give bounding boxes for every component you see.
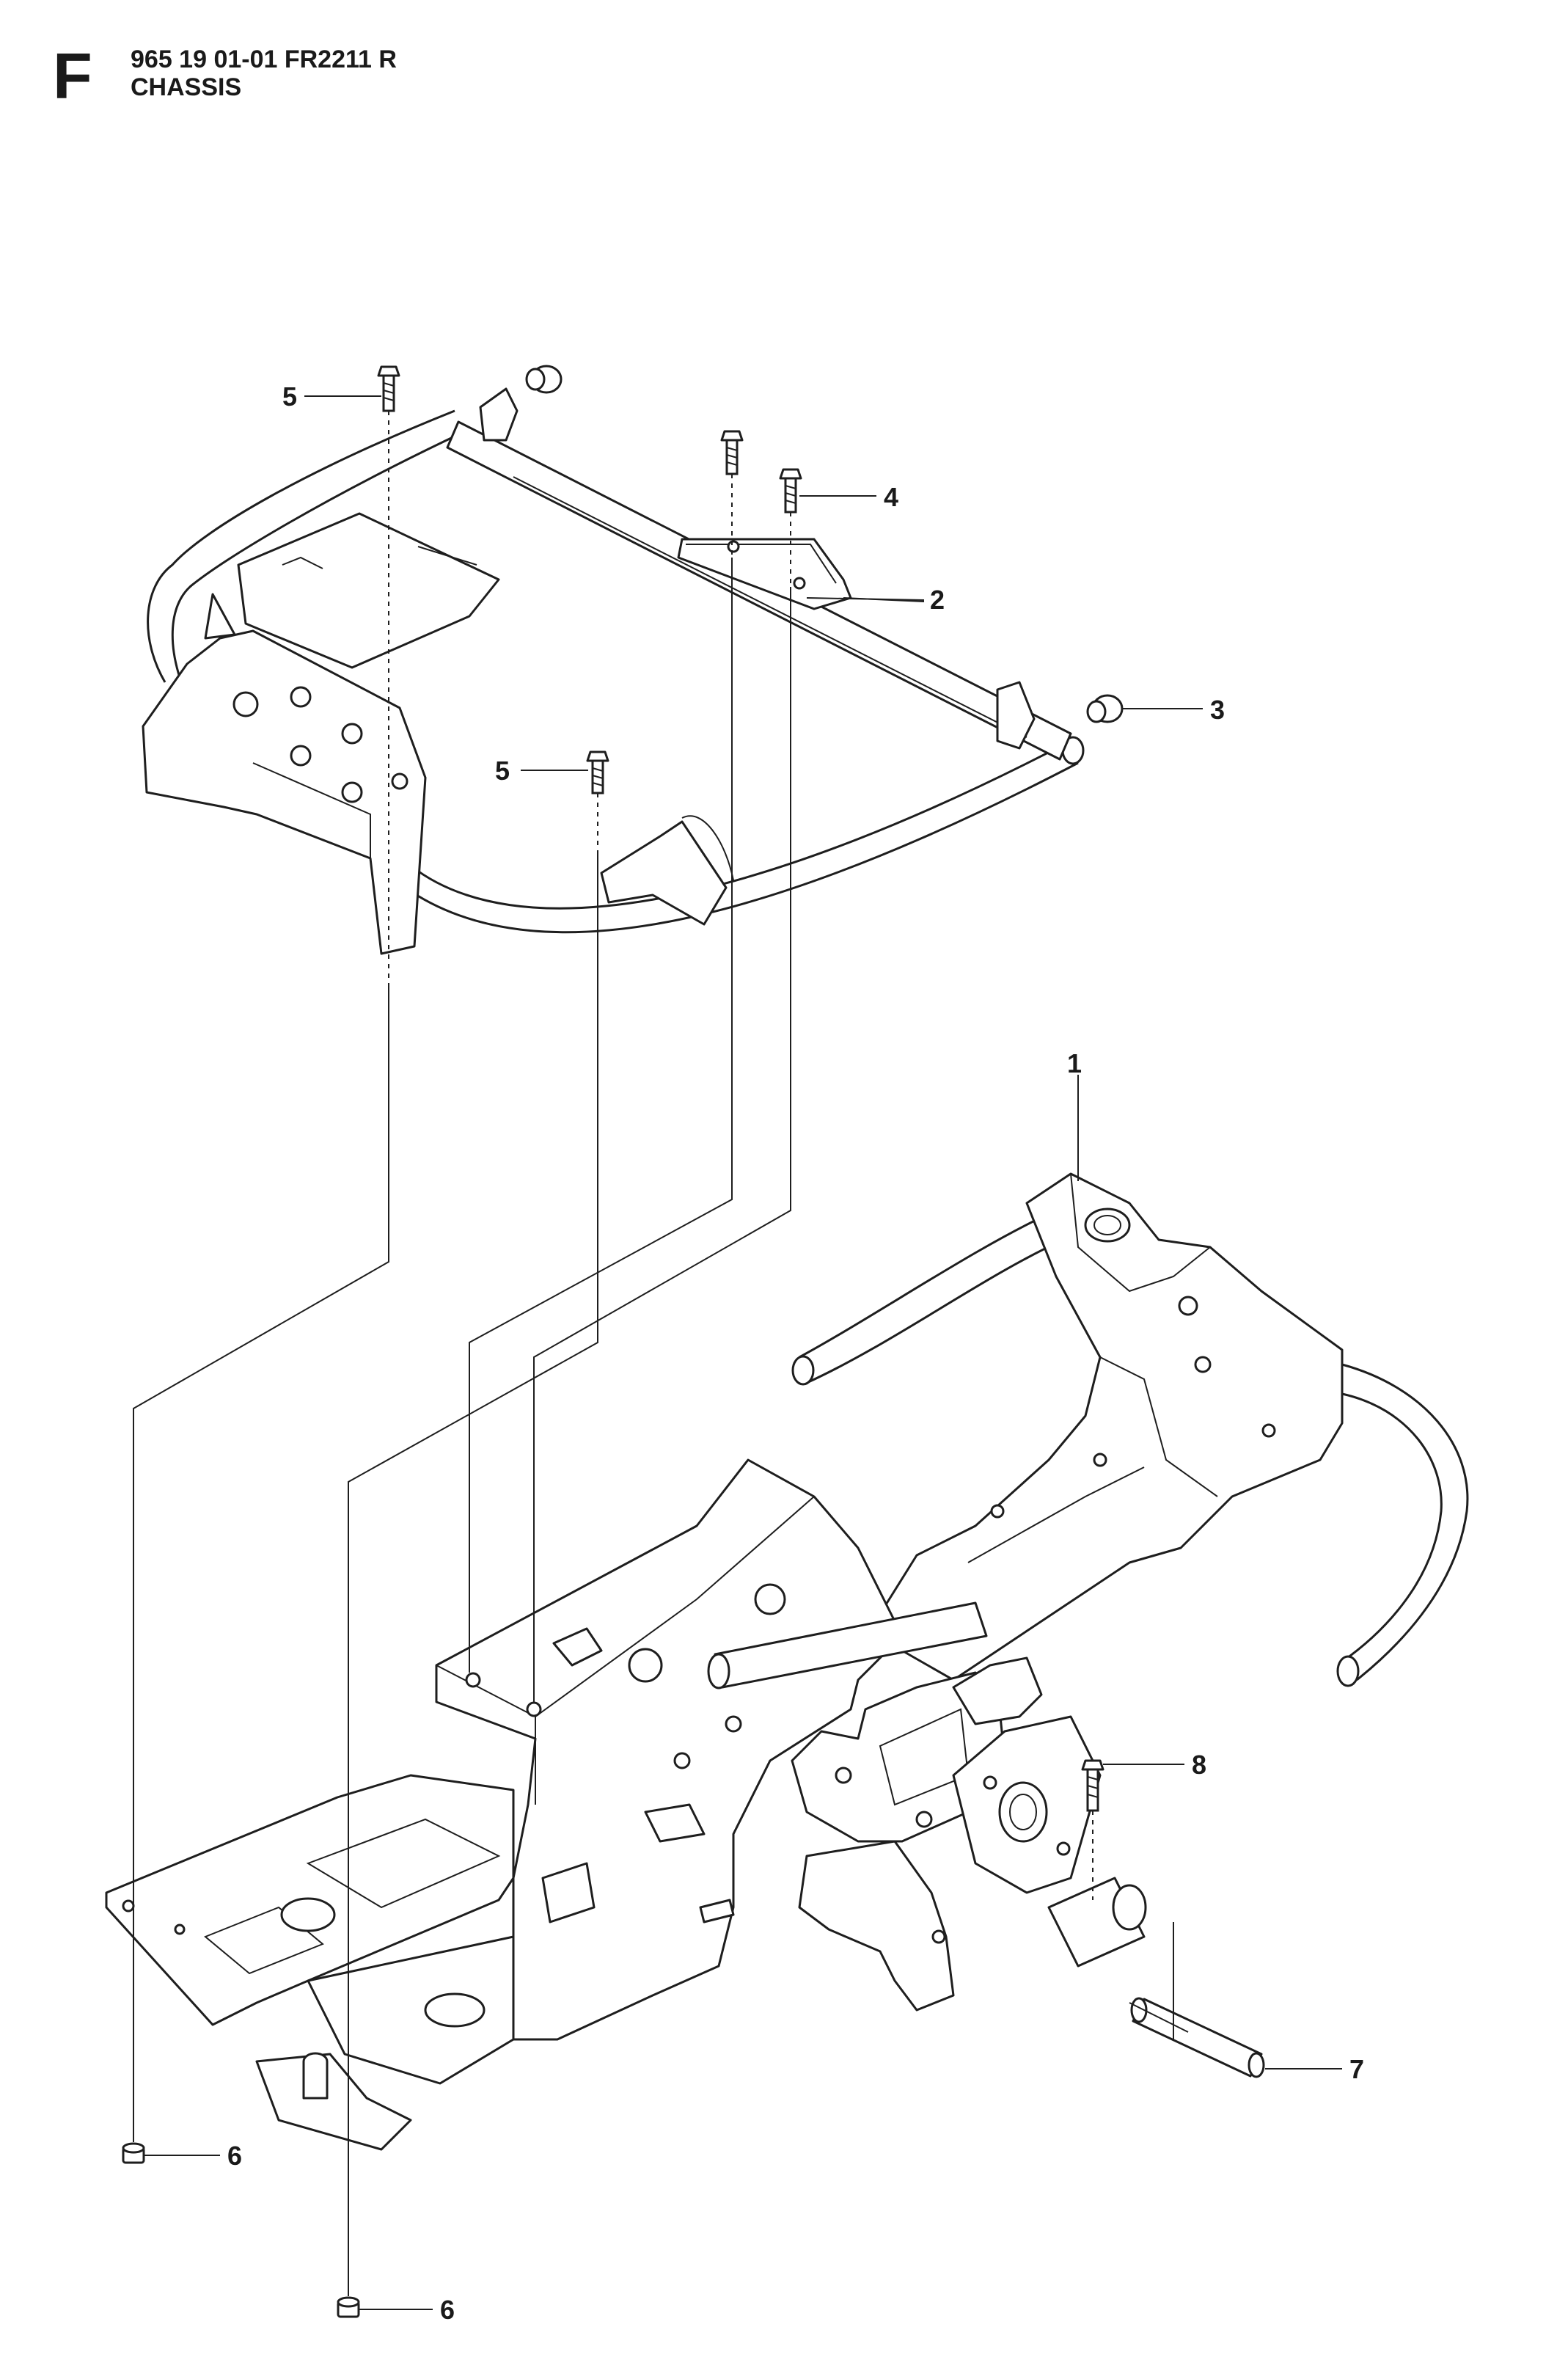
floor-hole bbox=[122, 1899, 135, 1913]
pad-hole bbox=[793, 577, 806, 590]
box-bore bbox=[754, 1583, 786, 1615]
plate-hole bbox=[341, 781, 363, 803]
bracket-hole bbox=[915, 1811, 933, 1828]
floor-hole bbox=[280, 1897, 336, 1932]
nut-part-6-upper bbox=[122, 2142, 145, 2164]
callout-4: 4 bbox=[884, 482, 898, 512]
callout-2: 2 bbox=[930, 585, 945, 615]
callout-8: 8 bbox=[1192, 1750, 1206, 1780]
bolt-part-5-upper bbox=[377, 365, 400, 412]
bolt-part-4 bbox=[779, 468, 802, 514]
plate-hole bbox=[391, 772, 409, 790]
foot-bracket bbox=[255, 2053, 412, 2151]
box-hole bbox=[526, 1701, 542, 1717]
lower-stand bbox=[798, 1840, 955, 2012]
sector-plate bbox=[952, 1656, 1043, 1725]
frame-hole bbox=[1178, 1296, 1198, 1316]
box-hole bbox=[725, 1715, 742, 1733]
callout-1: 1 bbox=[1067, 1048, 1082, 1078]
box-hole bbox=[673, 1752, 691, 1769]
mounting-plate bbox=[142, 629, 427, 955]
end-cap-part-3 bbox=[1086, 694, 1124, 723]
callout-5-upper: 5 bbox=[282, 381, 297, 412]
floor-hole bbox=[174, 1924, 186, 1935]
model-number: 965 19 01-01 FR2211 R bbox=[131, 45, 397, 73]
lower-plate bbox=[307, 1935, 515, 2085]
callout-6-lower: 6 bbox=[440, 2295, 455, 2325]
seat-frame-part-2 bbox=[142, 387, 1085, 955]
lower-plate-hole bbox=[424, 1992, 486, 2028]
section-letter: F bbox=[53, 40, 92, 112]
bracket-hole bbox=[835, 1767, 852, 1784]
box-bore bbox=[628, 1648, 663, 1683]
rear-frame bbox=[879, 1172, 1344, 1681]
hub-hole bbox=[1056, 1841, 1071, 1856]
plate-hole bbox=[232, 691, 259, 717]
main-chassis-part-1 bbox=[105, 1172, 1469, 2151]
frame-hole bbox=[990, 1504, 1005, 1519]
plate-hole bbox=[290, 686, 312, 708]
callout-6-upper: 6 bbox=[227, 2141, 242, 2171]
shaft-end bbox=[707, 1653, 730, 1689]
plate-hole bbox=[341, 723, 363, 745]
frame-clip bbox=[479, 387, 519, 442]
hub-bore bbox=[998, 1781, 1048, 1843]
pivot-bore bbox=[1084, 1208, 1131, 1243]
callout-3: 3 bbox=[1210, 695, 1225, 725]
frame-clip bbox=[996, 681, 1036, 750]
box-hole bbox=[465, 1672, 481, 1688]
tube-end bbox=[791, 1355, 815, 1386]
callout-leaders bbox=[144, 395, 1342, 2310]
plate-hole bbox=[290, 745, 312, 767]
latch-tab bbox=[552, 1627, 603, 1667]
pad-hole bbox=[727, 540, 740, 553]
end-cap-upper bbox=[525, 365, 563, 394]
assembly-lines bbox=[133, 411, 1189, 2296]
nut-part-6-lower bbox=[337, 2296, 360, 2318]
hub-hole bbox=[983, 1775, 997, 1790]
pin-part-7 bbox=[1130, 1997, 1265, 2078]
diagram-title: CHASSIS bbox=[131, 73, 242, 101]
tube-end bbox=[1336, 1655, 1360, 1687]
callout-5-middle: 5 bbox=[495, 756, 510, 786]
hook-bracket bbox=[600, 820, 728, 926]
box-window bbox=[541, 1862, 596, 1924]
bolt-part-8 bbox=[1081, 1759, 1104, 1812]
stud-pin bbox=[699, 1899, 735, 1924]
callout-7: 7 bbox=[1349, 2054, 1364, 2084]
bolt-part-5-middle bbox=[586, 750, 609, 794]
stand-hole bbox=[931, 1929, 946, 1944]
bolt-center-upper bbox=[720, 430, 744, 475]
box-tab bbox=[644, 1803, 706, 1843]
frame-hole bbox=[1194, 1356, 1212, 1373]
frame-hole bbox=[1093, 1453, 1107, 1467]
frame-hole bbox=[1261, 1423, 1276, 1438]
axle-tube-end bbox=[1112, 1884, 1147, 1931]
